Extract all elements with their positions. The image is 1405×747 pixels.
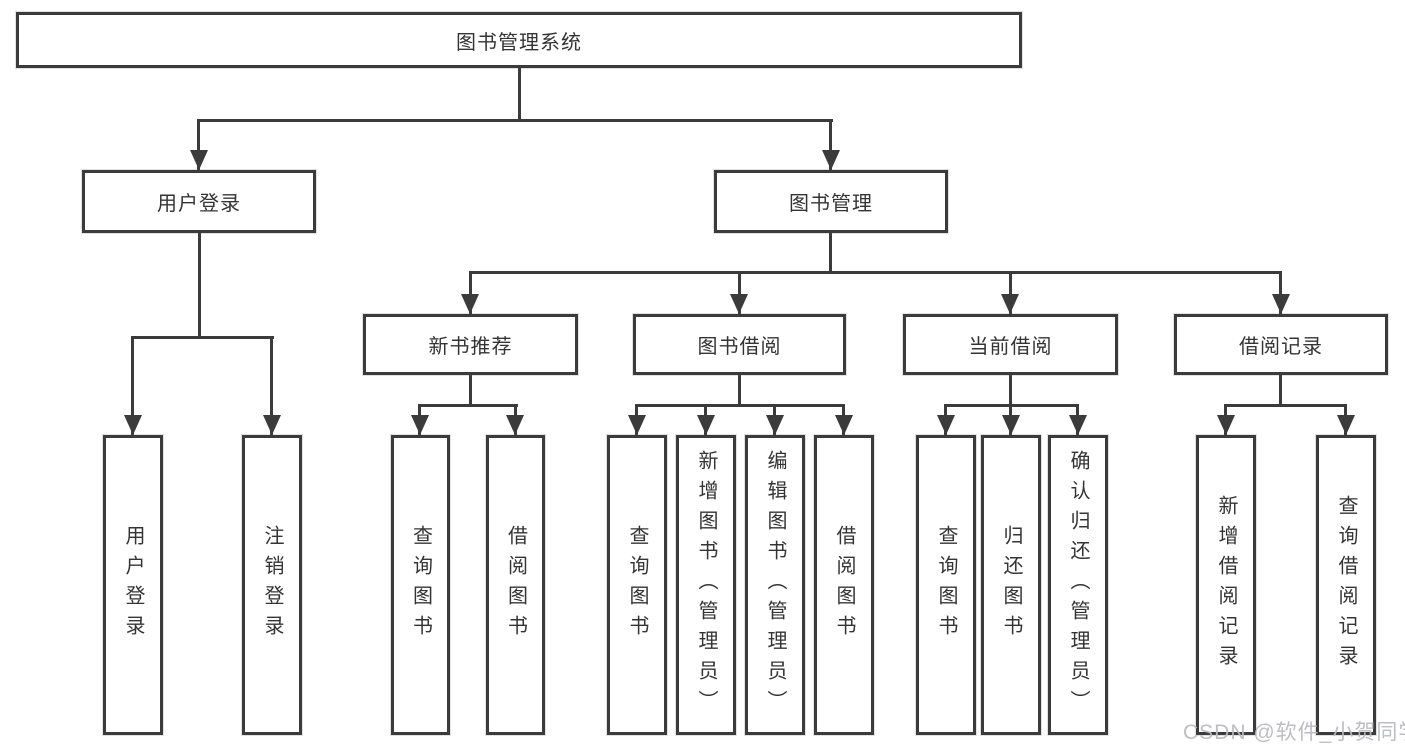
connector bbox=[1009, 271, 1012, 314]
leaf-return-books: 归还图书 bbox=[981, 435, 1041, 735]
node-borrow-records: 借阅记录 bbox=[1174, 314, 1388, 375]
arrow-down-icon bbox=[730, 294, 748, 314]
leaf-add-books-admin: 新增图书（管理员） bbox=[676, 435, 736, 735]
arrow-down-icon bbox=[628, 415, 646, 435]
arrow-down-icon bbox=[835, 415, 853, 435]
arrow-down-icon bbox=[124, 415, 142, 435]
arrow-down-icon bbox=[822, 150, 840, 170]
arrow-down-icon bbox=[697, 415, 715, 435]
leaf-borrow-books: 借阅图书 bbox=[814, 435, 874, 735]
csdn-watermark: CSDN @软件_小贺同学 bbox=[1183, 721, 1405, 744]
node-current-borrow-label: 当前借阅 bbox=[968, 336, 1053, 358]
connector bbox=[418, 404, 518, 407]
node-root-label: 图书管理系统 bbox=[456, 31, 582, 54]
node-user-login-label: 用户登录 bbox=[157, 193, 241, 215]
connector bbox=[469, 271, 472, 314]
arrow-down-icon bbox=[1069, 415, 1087, 435]
node-user-login: 用户登录 bbox=[82, 170, 316, 233]
leaf-logout: 注销登录 bbox=[242, 435, 302, 735]
connector bbox=[131, 336, 274, 339]
arrow-down-icon bbox=[411, 415, 429, 435]
connector bbox=[131, 336, 134, 435]
node-borrow-records-label: 借阅记录 bbox=[1239, 336, 1323, 358]
node-book-borrow-label: 图书借阅 bbox=[697, 336, 782, 358]
connector bbox=[635, 404, 845, 407]
leaf-query-borrow-record: 查询借阅记录 bbox=[1316, 435, 1376, 735]
connector bbox=[197, 119, 833, 122]
node-book-borrow: 图书借阅 bbox=[633, 314, 846, 375]
node-current-borrow: 当前借阅 bbox=[903, 314, 1118, 375]
connector bbox=[198, 233, 201, 339]
arrow-down-icon bbox=[937, 415, 955, 435]
arrow-down-icon bbox=[1001, 294, 1019, 314]
node-root-library-system: 图书管理系统 bbox=[16, 12, 1022, 68]
arrow-down-icon bbox=[1002, 415, 1020, 435]
connector bbox=[1009, 375, 1012, 406]
connector bbox=[1279, 375, 1282, 406]
leaf-edit-books-admin: 编辑图书（管理员） bbox=[745, 435, 805, 735]
connector bbox=[1279, 271, 1282, 314]
leaf-user-login: 用户登录 bbox=[103, 435, 163, 735]
connector bbox=[738, 375, 741, 406]
node-book-management: 图书管理 bbox=[714, 170, 948, 233]
connector bbox=[469, 271, 1282, 274]
connector bbox=[829, 119, 832, 170]
leaf-query-books-borrow: 查询图书 bbox=[607, 435, 667, 735]
node-new-book-recommend: 新书推荐 bbox=[363, 314, 578, 375]
connector bbox=[270, 336, 273, 435]
arrow-down-icon bbox=[506, 415, 524, 435]
leaf-add-borrow-record: 新增借阅记录 bbox=[1196, 435, 1256, 735]
connector bbox=[738, 271, 741, 314]
leaf-query-books-recommend: 查询图书 bbox=[391, 435, 450, 735]
arrow-down-icon bbox=[1337, 415, 1355, 435]
node-book-management-label: 图书管理 bbox=[789, 193, 873, 215]
leaf-confirm-return-admin: 确认归还（管理员） bbox=[1048, 435, 1108, 735]
arrow-down-icon bbox=[461, 294, 479, 314]
arrow-down-icon bbox=[766, 415, 784, 435]
arrow-down-icon bbox=[190, 150, 208, 170]
connector bbox=[469, 375, 472, 406]
connector bbox=[197, 119, 200, 170]
leaf-borrow-books-recommend: 借阅图书 bbox=[486, 435, 545, 735]
connector bbox=[1224, 404, 1347, 407]
arrow-down-icon bbox=[263, 415, 281, 435]
connector bbox=[829, 233, 832, 274]
connector bbox=[518, 68, 521, 122]
leaf-query-books-current: 查询图书 bbox=[916, 435, 976, 735]
arrow-down-icon bbox=[1217, 415, 1235, 435]
node-new-book-recommend-label: 新书推荐 bbox=[428, 336, 513, 358]
arrow-down-icon bbox=[1272, 294, 1290, 314]
